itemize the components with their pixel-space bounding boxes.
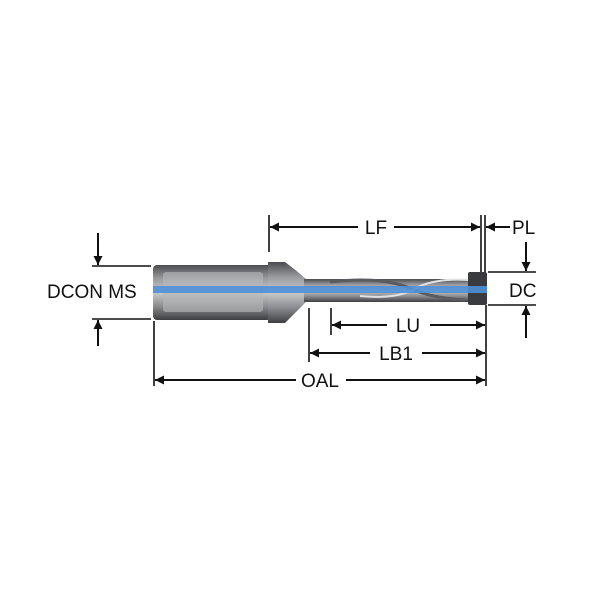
label-dcon-ms: DCON MS [47,282,137,303]
dimension-lu: LU [330,305,487,386]
dimension-lf: LF [268,215,486,272]
label-lb1: LB1 [379,344,413,365]
coolant-line [153,286,487,293]
dimension-lb1: LB1 [308,308,485,365]
dimension-dcon: DCON MS [47,233,151,346]
dimension-dc: DC [488,242,536,338]
dimension-oal: OAL [153,321,485,392]
label-lu: LU [396,316,420,337]
drill-body [153,262,487,323]
label-dc: DC [509,281,536,302]
label-lf: LF [365,218,387,239]
label-pl: PL [512,218,535,239]
label-oal: OAL [301,371,339,392]
dimension-pl: PL [486,218,535,239]
